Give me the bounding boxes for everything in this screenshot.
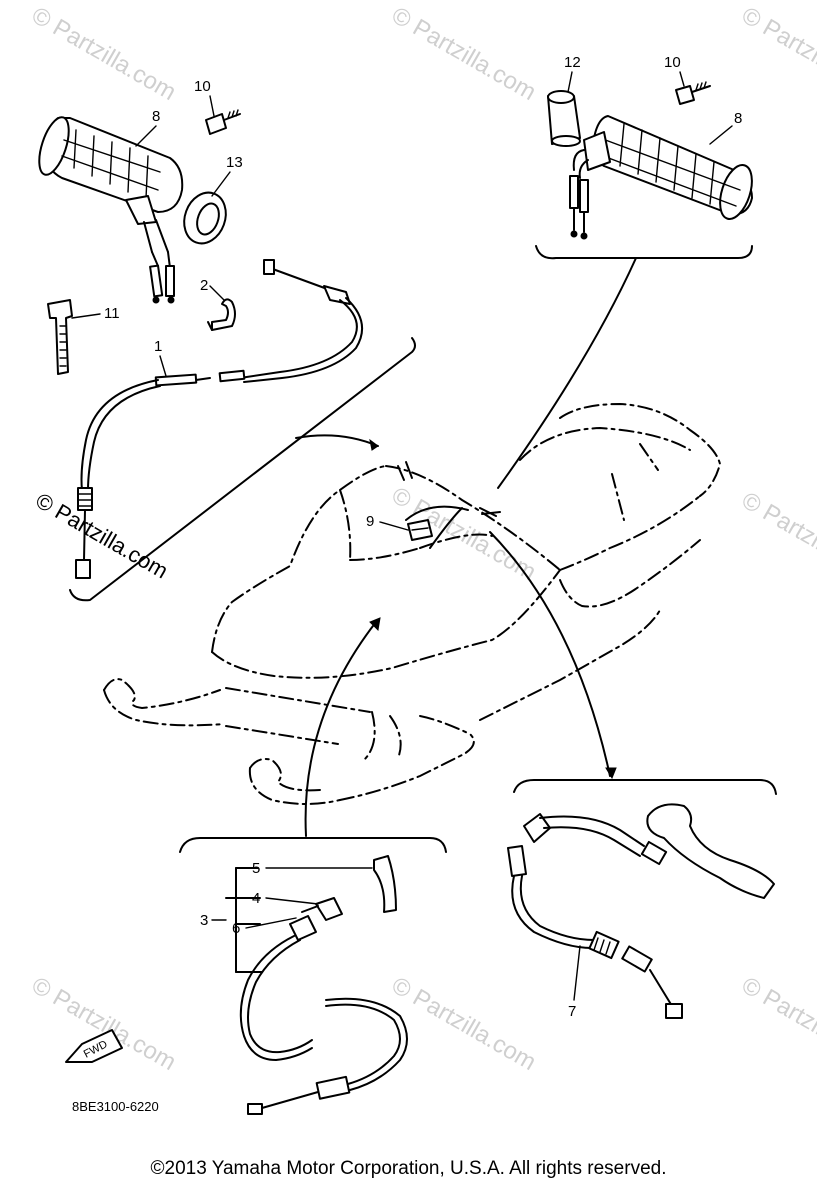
callout-10-right: 10: [664, 54, 681, 71]
left-bracket: [69, 337, 416, 602]
screw-right: [675, 81, 711, 105]
callout-9: 9: [366, 513, 374, 530]
watermark-2: © Partzilla.com: [387, 2, 541, 106]
bottom-right-bracket: [513, 779, 777, 795]
callout-11: 11: [104, 305, 120, 322]
leader-lines: [295, 257, 637, 837]
callout-5: 5: [252, 860, 260, 877]
clip-2: [207, 298, 236, 331]
bottom-left-bracket: [179, 837, 447, 853]
part-code: 8BE3100-6220: [72, 1099, 159, 1114]
callout-7: 7: [568, 1003, 576, 1020]
snowmobile-body: [103, 402, 722, 805]
right-grip: [569, 115, 753, 240]
brake-cable-7: [507, 803, 775, 1019]
callout-group: 10 8 13 2 11 1 12 10 8 9 5 4 3 6 7: [71, 54, 742, 1020]
throttle-cable-1: [75, 259, 364, 579]
callout-8-left: 8: [152, 108, 160, 125]
callout-8-right: 8: [734, 110, 742, 127]
callout-3: 3: [200, 912, 208, 929]
callout-4: 4: [252, 890, 260, 907]
fwd-arrow: FWD: [65, 1029, 123, 1063]
callout-1: 1: [154, 338, 162, 355]
watermark-8: © Partzilla.com: [737, 972, 817, 1076]
right-bracket: [535, 245, 753, 260]
left-grip: [38, 116, 184, 304]
choke-assembly-3: [225, 855, 408, 1115]
watermark-side: © Partzilla.com: [32, 488, 173, 584]
callout-6: 6: [232, 920, 240, 937]
cable-tie-11: [47, 299, 73, 375]
callout-13: 13: [226, 154, 243, 171]
watermark-6: © Partzilla.com: [27, 972, 181, 1076]
watermark-5: © Partzilla.com: [737, 487, 817, 591]
callout-12: 12: [564, 54, 581, 71]
watermark-7: © Partzilla.com: [387, 972, 541, 1076]
callout-10-left: 10: [194, 78, 211, 95]
watermark-3: © Partzilla.com: [737, 2, 817, 106]
cap-12: [547, 90, 581, 147]
copyright-notice: ©2013 Yamaha Motor Corporation, U.S.A. A…: [150, 1158, 667, 1179]
ring-13: [183, 191, 227, 245]
watermark-1: © Partzilla.com: [27, 2, 181, 106]
clip-9: [407, 519, 433, 541]
screw-left: [205, 109, 241, 135]
callout-2: 2: [200, 277, 208, 294]
